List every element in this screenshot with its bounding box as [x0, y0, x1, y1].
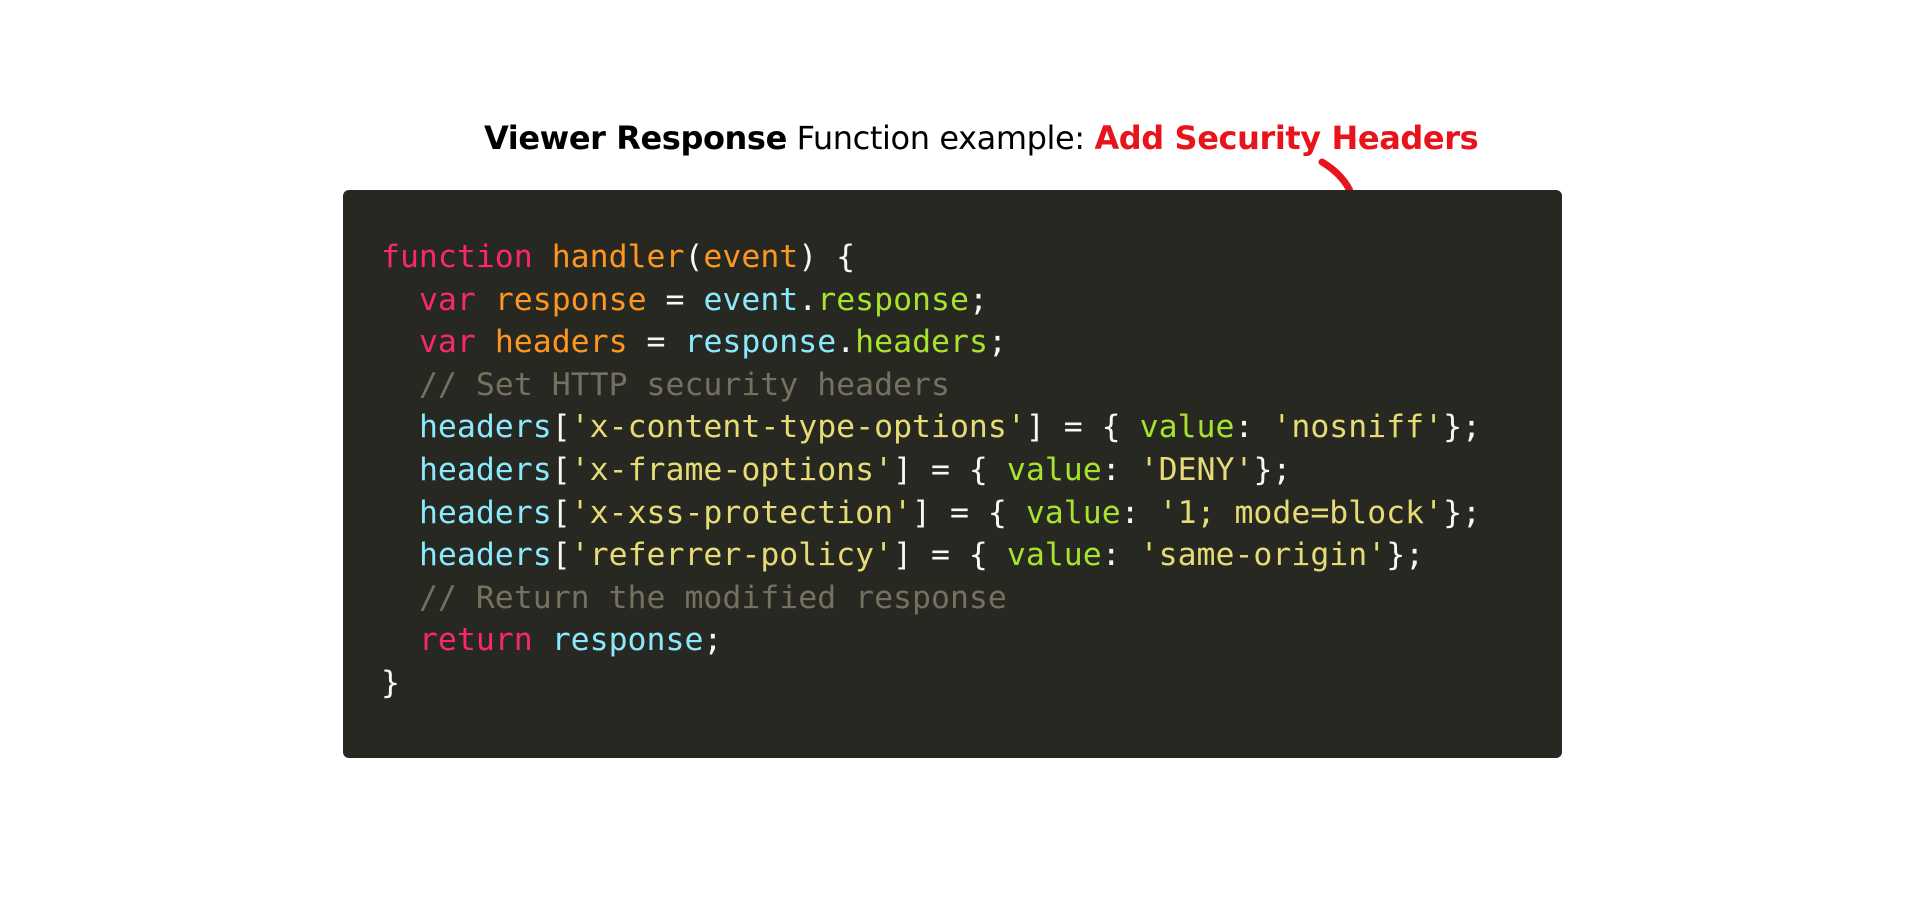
code-token-plain: ; [968, 281, 988, 318]
figure-caption: Viewer Response Function example: Add Se… [484, 118, 1479, 158]
code-token-property: response [817, 281, 969, 318]
code-token-plain: = [627, 324, 685, 361]
code-token-comment: // Return the modified response [418, 579, 1007, 616]
code-line: // Set HTTP security headers [381, 364, 1481, 407]
code-token-string: 'x-xss-protection' [570, 494, 913, 531]
code-token-keyword: function [381, 239, 533, 275]
code-token-string: 'x-frame-options' [570, 451, 894, 488]
code-token-property: value [1006, 451, 1102, 488]
code-token-string: 'DENY' [1139, 451, 1254, 488]
code-token-plain [381, 495, 419, 531]
code-token-plain [381, 324, 419, 360]
code-line: // Return the modified response [381, 577, 1481, 620]
code-token-plain: : [1101, 537, 1140, 574]
code-token-plain [381, 622, 419, 658]
code-token-plain: ] = { [893, 451, 1007, 488]
code-token-name: event [703, 239, 799, 275]
code-token-property: value [1025, 494, 1121, 531]
code-line: } [381, 662, 1481, 705]
code-token-string: 'referrer-policy' [570, 537, 894, 574]
code-token-plain: }; [1443, 409, 1482, 446]
code-token-ident: response [684, 324, 837, 361]
code-token-plain: [ [551, 537, 571, 574]
code-token-name: headers [494, 324, 628, 361]
code-token-plain: ) { [798, 239, 856, 275]
code-line: headers['x-content-type-options'] = { va… [381, 406, 1481, 449]
code-token-plain: ( [684, 239, 704, 275]
code-token-plain: = [646, 281, 704, 318]
code-token-plain [476, 324, 495, 360]
code-token-plain: ] = { [893, 537, 1007, 574]
code-token-plain: . [798, 281, 818, 318]
code-token-property: headers [855, 324, 988, 361]
code-token-plain: ; [703, 622, 723, 659]
code-line: var headers = response.headers; [381, 321, 1481, 364]
code-token-string: 'x-content-type-options' [570, 409, 1026, 446]
code-token-plain: [ [551, 451, 571, 488]
code-token-plain [533, 239, 552, 275]
code-token-plain: }; [1386, 537, 1425, 574]
code-token-plain: ; [987, 324, 1007, 361]
code-token-plain: }; [1443, 494, 1482, 531]
code-token-name: response [494, 281, 647, 318]
code-text: function handler(event) { var response =… [381, 236, 1481, 705]
code-token-plain [381, 282, 419, 318]
code-token-keyword: var [418, 324, 476, 361]
code-token-plain: [ [551, 494, 571, 531]
code-line: var response = event.response; [381, 279, 1481, 322]
code-token-plain [381, 452, 419, 488]
code-token-plain: : [1120, 494, 1159, 531]
code-token-comment: // Set HTTP security headers [418, 366, 950, 403]
code-token-plain: }; [1253, 451, 1292, 488]
code-token-plain: ] = { [1025, 409, 1140, 446]
code-token-plain: . [836, 324, 856, 361]
code-token-plain [533, 622, 552, 658]
code-line: return response; [381, 619, 1481, 662]
code-token-plain: ] = { [912, 494, 1026, 531]
code-token-string: 'same-origin' [1139, 537, 1387, 574]
code-token-ident: headers [418, 537, 552, 574]
code-line: headers['x-xss-protection'] = { value: '… [381, 492, 1481, 535]
caption-viewer-response: Viewer Response [484, 119, 787, 157]
code-token-plain: [ [551, 409, 571, 446]
code-token-ident: headers [418, 409, 552, 446]
code-token-plain: : [1101, 451, 1140, 488]
code-token-property: value [1006, 537, 1102, 574]
code-line: headers['x-frame-options'] = { value: 'D… [381, 449, 1481, 492]
code-token-ident: event [703, 281, 799, 318]
caption-function-example: Function example: [786, 119, 1095, 157]
code-token-plain [381, 537, 419, 573]
code-line: function handler(event) { [381, 236, 1481, 279]
code-line: headers['referrer-policy'] = { value: 's… [381, 534, 1481, 577]
code-token-plain [381, 409, 419, 445]
code-token-plain [381, 367, 419, 403]
caption-add-security-headers: Add Security Headers [1094, 119, 1479, 157]
code-token-ident: headers [418, 451, 552, 488]
code-token-ident: headers [418, 494, 552, 531]
code-token-plain [381, 580, 419, 616]
code-token-string: '1; mode=block' [1158, 494, 1444, 531]
code-token-ident: response [551, 622, 704, 659]
code-block: function handler(event) { var response =… [343, 190, 1562, 758]
code-token-plain [476, 282, 495, 318]
code-token-string: 'nosniff' [1272, 409, 1444, 446]
code-token-plain: } [381, 664, 400, 701]
code-token-name: handler [551, 239, 685, 275]
code-token-property: value [1139, 409, 1235, 446]
code-token-keyword: var [418, 281, 476, 318]
code-token-keyword: return [418, 622, 533, 659]
code-token-plain: : [1234, 409, 1273, 446]
